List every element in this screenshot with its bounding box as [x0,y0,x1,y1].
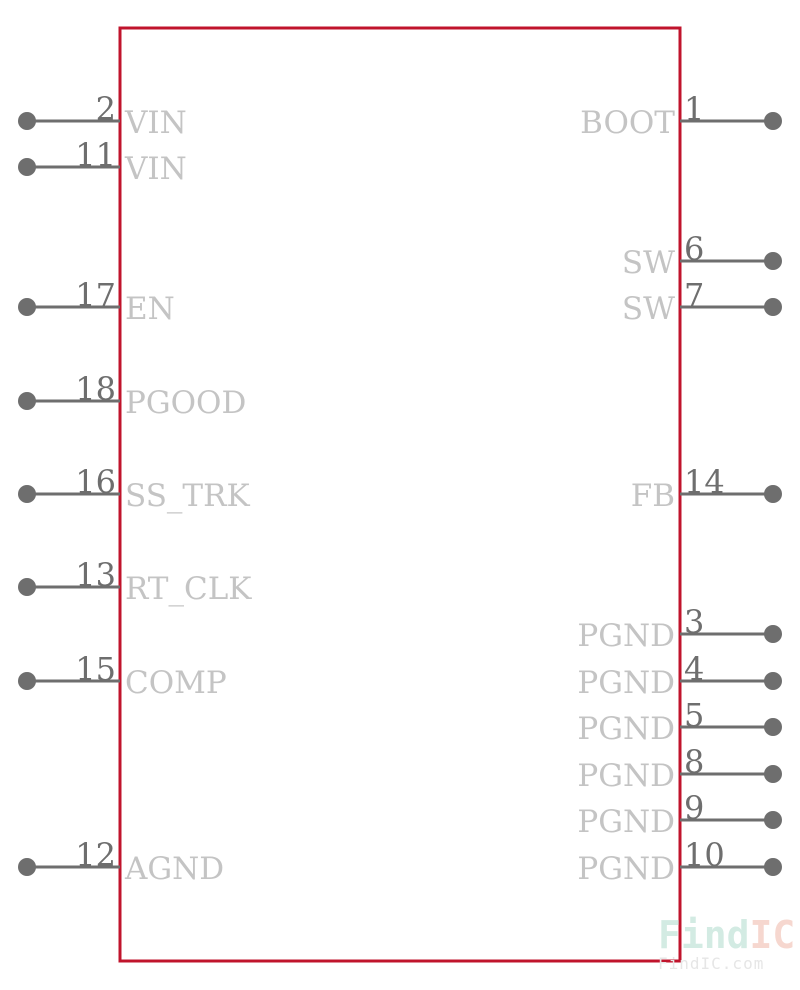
pin-name: EN [125,291,175,327]
watermark-ic: IC [750,913,796,957]
pin-name: PGND [577,665,675,701]
pin-number: 13 [75,556,116,594]
right-pin-group: 1BOOT6SW7SW14FB3PGND4PGND5PGND8PGND9PGND… [577,90,782,887]
pin-number: 5 [684,696,704,734]
pin-number: 2 [96,90,116,128]
pin-number: 3 [684,603,704,641]
pin-name: PGND [577,851,675,887]
pin-name: PGND [577,758,675,794]
pin-number: 8 [684,743,704,781]
pin-name: PGND [577,618,675,654]
pin-terminal-dot [18,158,36,176]
pin-terminal-dot [764,298,782,316]
pin-number: 15 [75,650,116,688]
pin-number: 6 [684,230,704,268]
pin-name: RT_CLK [125,571,252,607]
pin-terminal-dot [764,252,782,270]
pin-name: PGND [577,804,675,840]
pin-name: PGND [577,711,675,747]
pin-terminal-dot [18,392,36,410]
pin-number: 10 [684,836,725,874]
pin-terminal-dot [764,811,782,829]
pin-number: 4 [684,650,704,688]
pin-name: VIN [124,105,187,141]
pin-terminal-dot [764,718,782,736]
pin-terminal-dot [18,858,36,876]
pin-name: COMP [125,665,227,701]
watermark-url: FindIC.com [658,954,764,973]
watermark-logo: FindIC [658,913,795,957]
pin-terminal-dot [764,858,782,876]
pin-number: 9 [684,789,704,827]
watermark-find: Find [658,913,750,957]
pin-number: 14 [684,463,725,501]
pin-name: SW [622,245,675,281]
pin-name: AGND [124,851,224,887]
right-pin: 7SW [622,276,782,327]
pin-name: FB [631,478,675,514]
pin-name: SW [622,291,675,327]
pin-terminal-dot [764,485,782,503]
pin-name: VIN [124,151,187,187]
pin-number: 16 [75,463,116,501]
pin-terminal-dot [18,672,36,690]
pin-name: BOOT [580,105,675,141]
pin-terminal-dot [764,765,782,783]
right-pin: 6SW [622,230,782,281]
pin-number: 17 [75,276,116,314]
pin-terminal-dot [764,672,782,690]
pin-name: PGOOD [125,385,246,421]
pin-terminal-dot [764,112,782,130]
pin-terminal-dot [764,625,782,643]
pin-number: 11 [75,136,116,174]
pin-terminal-dot [18,578,36,596]
pin-terminal-dot [18,485,36,503]
pin-number: 18 [75,370,116,408]
pin-terminal-dot [18,112,36,130]
watermark: FindIC FindIC.com [658,913,795,973]
pin-number: 7 [684,276,704,314]
pin-number: 12 [75,836,116,874]
pin-number: 1 [684,90,704,128]
pin-name: SS_TRK [125,478,250,514]
pin-terminal-dot [18,298,36,316]
